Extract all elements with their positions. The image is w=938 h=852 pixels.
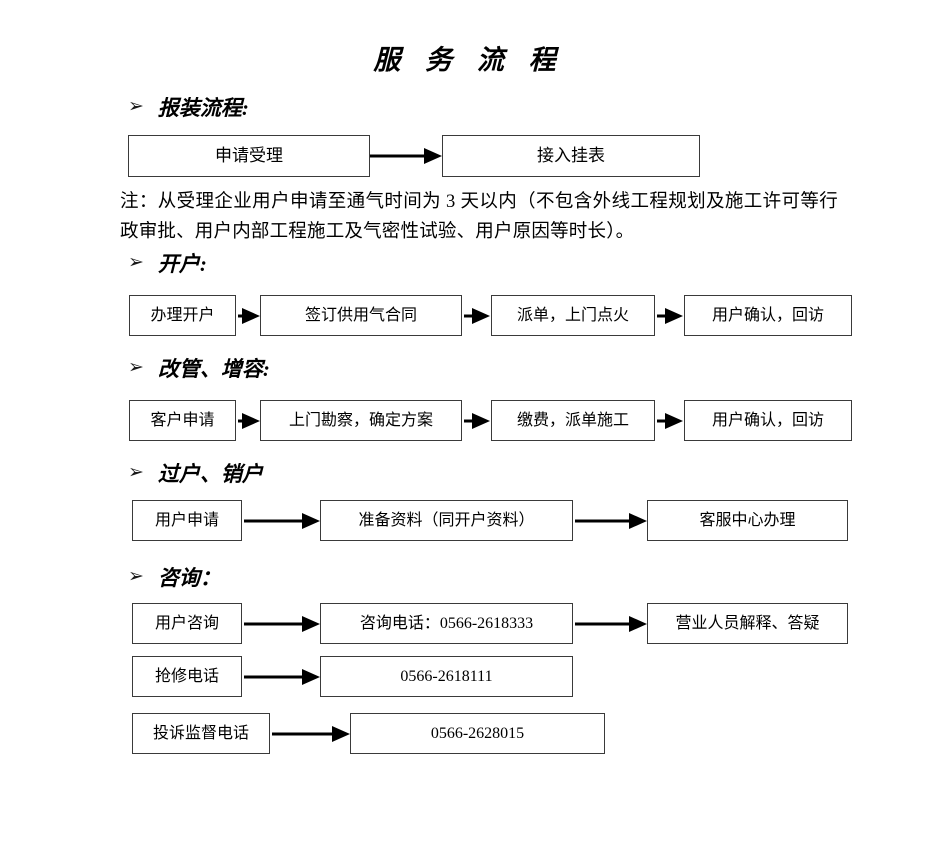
flow-box-shangmenkanchaquedingfangan[interactable]: 上门勘察，确定方案 [260, 400, 462, 441]
flow-arrow-icon [575, 513, 647, 529]
section-heading-label: 过户、销户 [157, 462, 263, 486]
flow-arrow-icon [244, 513, 320, 529]
flow-box-qiandinggongyongqihetong[interactable]: 签订供用气合同 [260, 295, 462, 336]
section-heading-gaiguan: ➢ 改管、增容: [128, 353, 270, 383]
section-heading-kaihu: ➢ 开户: [128, 248, 207, 278]
flow-box-shenqingshouli[interactable]: 申请受理 [128, 135, 370, 177]
flow-box-paidanshangmendianhuo[interactable]: 派单，上门点火 [491, 295, 655, 336]
flow-box-banlikaihu[interactable]: 办理开户 [129, 295, 236, 336]
flow-arrow-icon [238, 308, 260, 324]
section-heading-guohu: ➢ 过户、销户 [128, 458, 263, 488]
flow-box-yonghuquerenhuifang-2[interactable]: 用户确认，回访 [684, 400, 852, 441]
flow-box-qiangxiu-number[interactable]: 0566-2618111 [320, 656, 573, 697]
flow-box-yonghuquerenhuifang[interactable]: 用户确认，回访 [684, 295, 852, 336]
page-title: 服 务 流 程 [373, 45, 565, 75]
note-baozhuang: 注：从受理企业用户申请至通气时间为 3 天以内（不包含外线工程规划及施工许可等行… [120, 192, 838, 242]
section-heading-label: 改管、增容: [157, 357, 270, 381]
bullet-arrow-icon: ➢ [128, 565, 144, 587]
flow-arrow-icon [464, 308, 490, 324]
flow-arrow-icon [657, 413, 683, 429]
flow-arrow-icon [244, 616, 320, 632]
flow-arrow-icon [272, 726, 350, 742]
flow-box-yingyerenyuanjieshi[interactable]: 营业人员解释、答疑 [647, 603, 848, 644]
flow-arrow-icon [575, 616, 647, 632]
bullet-arrow-icon: ➢ [128, 251, 144, 273]
flow-box-tousu-number[interactable]: 0566-2628015 [350, 713, 605, 754]
flow-box-qiangxiudianhua[interactable]: 抢修电话 [132, 656, 242, 697]
section-heading-label: 开户: [157, 252, 207, 276]
flow-box-yonghuzixun[interactable]: 用户咨询 [132, 603, 242, 644]
flow-arrow-icon [370, 148, 442, 164]
flow-arrow-icon [464, 413, 490, 429]
flow-box-jieruguabiao[interactable]: 接入挂表 [442, 135, 700, 177]
flow-box-kefuzhongxinbanli[interactable]: 客服中心办理 [647, 500, 848, 541]
flow-arrow-icon [238, 413, 260, 429]
section-heading-zixun: ➢ 咨询： [128, 562, 221, 592]
bullet-arrow-icon: ➢ [128, 356, 144, 378]
section-heading-label: 报装流程: [157, 96, 249, 120]
bullet-arrow-icon: ➢ [128, 95, 144, 117]
flow-box-jiaofeipaidanshigong[interactable]: 缴费，派单施工 [491, 400, 655, 441]
flow-box-kehushenqing[interactable]: 客户申请 [129, 400, 236, 441]
section-heading-baozhuang: ➢ 报装流程: [128, 92, 249, 122]
bullet-arrow-icon: ➢ [128, 461, 144, 483]
flow-arrow-icon [244, 669, 320, 685]
flow-box-zhunbeiziliao[interactable]: 准备资料（同开户资料） [320, 500, 573, 541]
section-heading-label: 咨询： [157, 566, 221, 590]
flow-box-tousujiandudianhua[interactable]: 投诉监督电话 [132, 713, 270, 754]
flow-arrow-icon [657, 308, 683, 324]
flow-box-yonghushenqing[interactable]: 用户申请 [132, 500, 242, 541]
flow-box-zixundianhua[interactable]: 咨询电话：0566-2618333 [320, 603, 573, 644]
